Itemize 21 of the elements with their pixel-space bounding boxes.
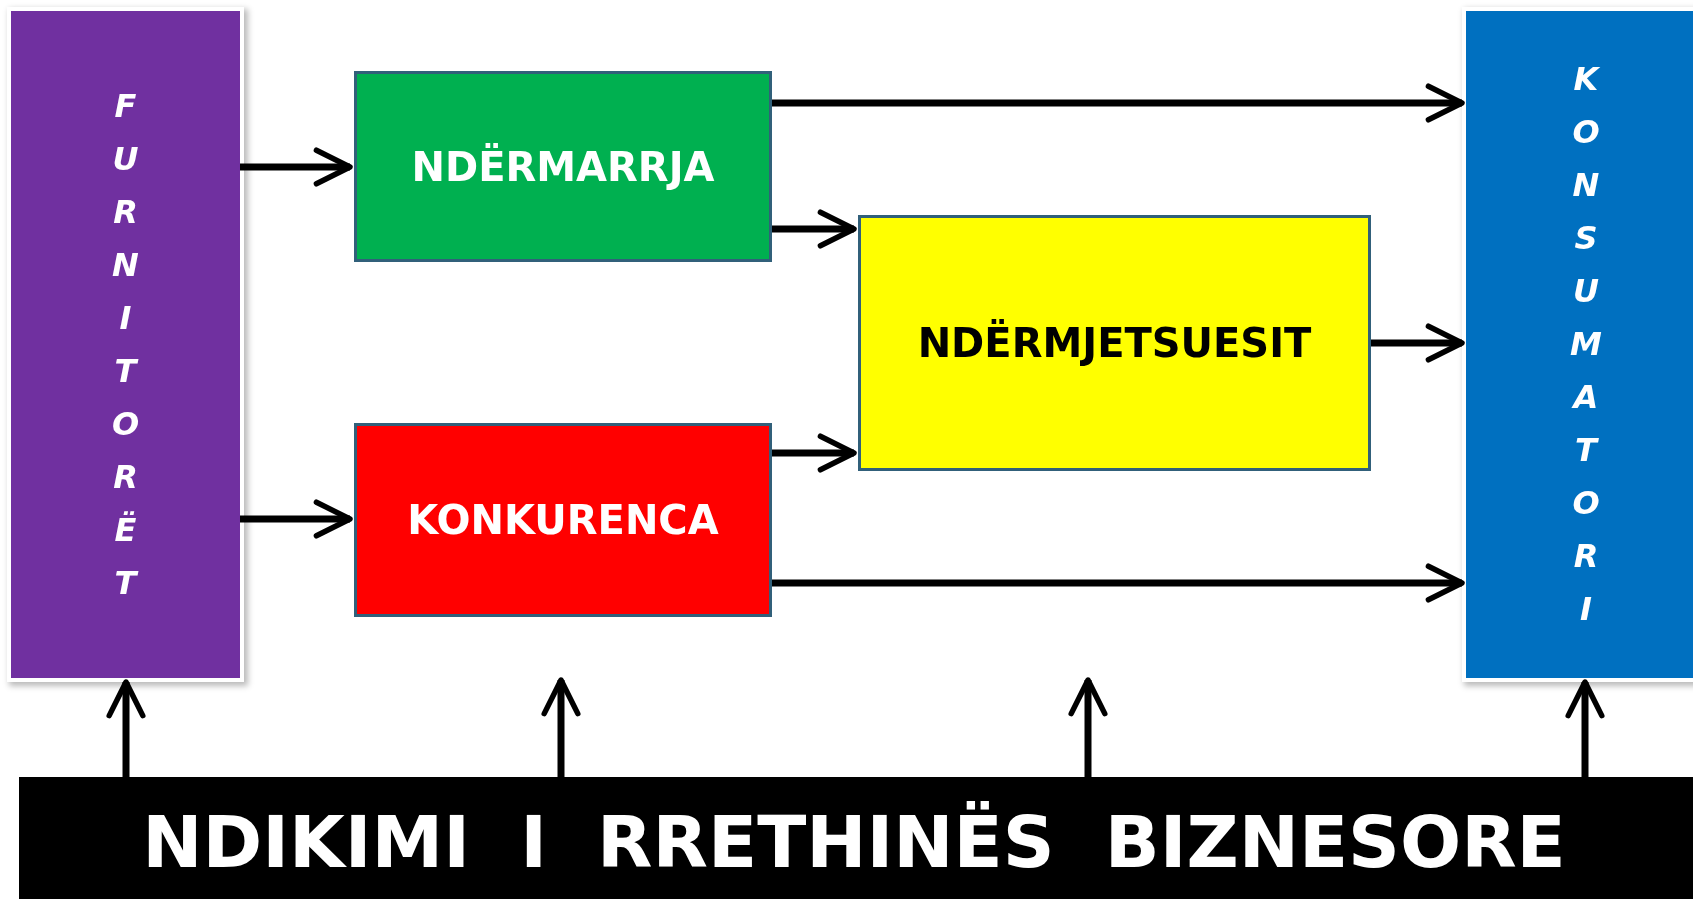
arrow [541,677,581,777]
arrow [772,563,1465,603]
arrow [1068,677,1108,777]
box-label: NDËRMJETSUESIT [917,320,1312,366]
arrow [772,209,857,249]
process-box [858,215,1371,471]
vertical-label: KONSUMATORI [1570,59,1602,630]
arrow [772,433,857,473]
arrow [772,83,1465,123]
arrow [1371,323,1465,363]
process-box [354,423,772,617]
box-label: NDËRMARRJA [411,143,715,190]
banner-title: NDIKIMI I RRETHINËS BIZNESORE [142,800,1566,884]
arrow [1565,679,1605,777]
arrow [106,679,146,777]
vertical-label: FURNITORËT [110,85,141,604]
process-box [354,71,772,262]
banner-band [19,777,1693,899]
arrow [240,147,353,187]
box-label: KONKURENCA [407,497,719,543]
arrow [240,499,353,539]
